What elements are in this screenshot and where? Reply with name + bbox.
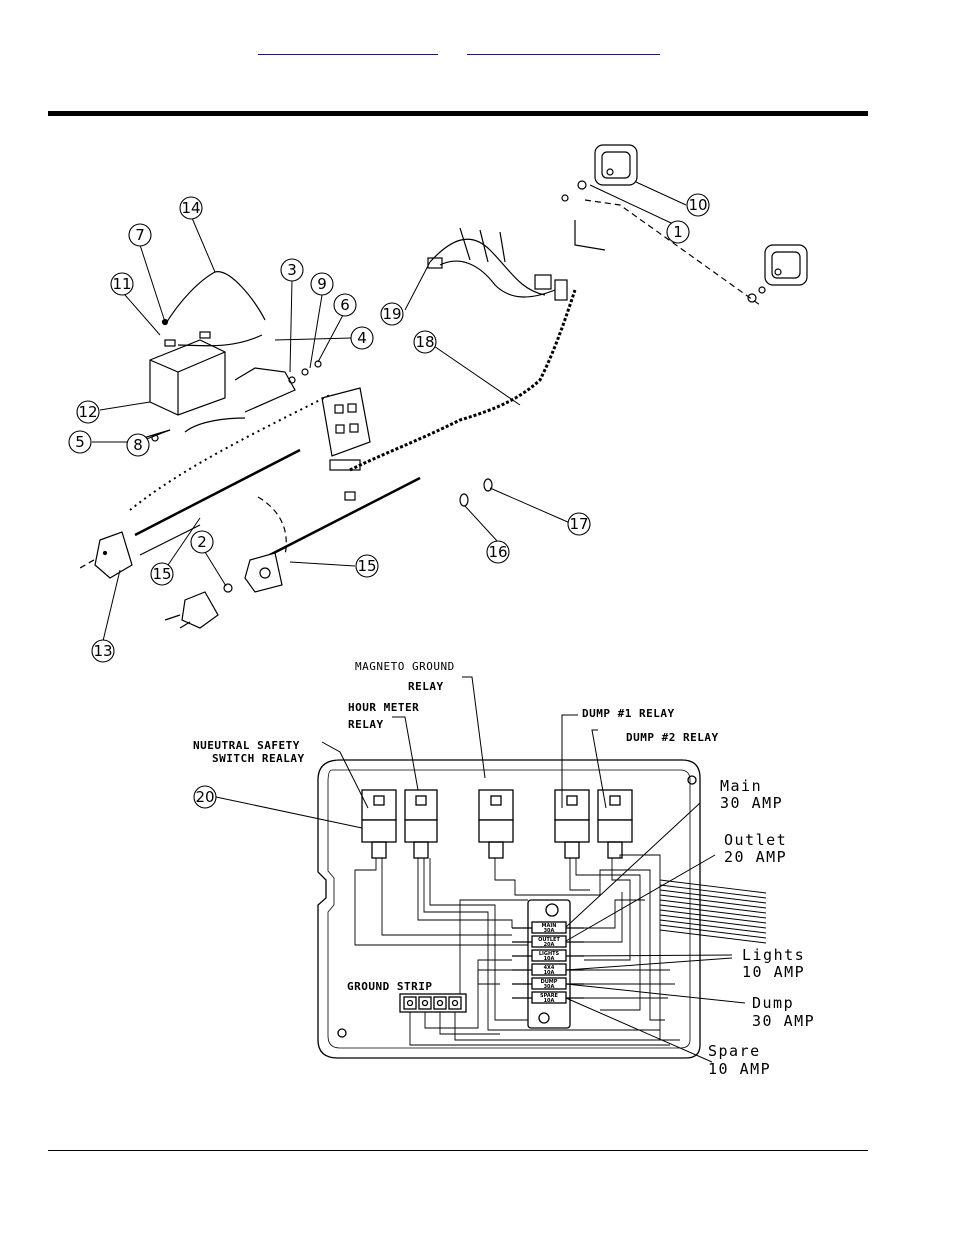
svg-text:NUEUTRAL SAFETY: NUEUTRAL SAFETY — [193, 739, 300, 752]
svg-text:Lights: Lights — [742, 946, 805, 964]
callout-2: 2 — [191, 531, 213, 553]
callout-18: 18 — [414, 331, 436, 353]
svg-text:1: 1 — [673, 223, 683, 241]
svg-text:5: 5 — [75, 433, 85, 451]
svg-text:Dump: Dump — [752, 994, 794, 1012]
callout-19: 19 — [381, 303, 403, 325]
svg-text:RELAY: RELAY — [348, 718, 384, 731]
svg-text:Main: Main — [720, 777, 762, 795]
svg-text:30 AMP: 30 AMP — [752, 1012, 815, 1030]
svg-text:17: 17 — [569, 515, 588, 533]
svg-text:DUMP #2 RELAY: DUMP #2 RELAY — [626, 731, 719, 744]
callout-1: 1 — [667, 221, 689, 243]
svg-text:11: 11 — [112, 275, 131, 293]
callout-3: 3 — [281, 259, 303, 281]
svg-text:4: 4 — [357, 329, 367, 347]
svg-text:20A: 20A — [544, 942, 555, 948]
svg-text:2: 2 — [197, 533, 207, 551]
callout-16: 16 — [487, 541, 509, 563]
callout-8: 8 — [127, 434, 149, 456]
svg-text:10A: 10A — [544, 970, 555, 976]
callout-6: 6 — [334, 294, 356, 316]
svg-text:15: 15 — [152, 565, 171, 583]
wire-bundle-exit — [660, 880, 766, 943]
battery-cable-14 — [165, 272, 265, 325]
svg-text:16: 16 — [488, 543, 507, 561]
callout-4: 4 — [351, 327, 373, 349]
svg-text:8: 8 — [133, 436, 143, 454]
callout-13: 13 — [92, 640, 114, 662]
callout-9: 9 — [311, 273, 333, 295]
panel-text: MAGNETO GROUND RELAY HOUR METER RELAY NU… — [193, 660, 815, 1078]
relay-dump-1 — [555, 790, 589, 858]
grommet-17 — [484, 479, 492, 491]
callout-7: 7 — [129, 224, 151, 246]
svg-text:RELAY: RELAY — [408, 680, 444, 693]
svg-text:30A: 30A — [544, 984, 555, 990]
svg-text:12: 12 — [78, 403, 97, 421]
fuse-block — [512, 900, 584, 1028]
svg-text:10 AMP: 10 AMP — [742, 963, 805, 981]
relay-neutral — [362, 790, 396, 858]
svg-text:SWITCH REALAY: SWITCH REALAY — [212, 752, 305, 765]
callout-20: 20 — [194, 786, 216, 808]
svg-text:10A: 10A — [544, 956, 555, 962]
relay-hour-meter — [405, 790, 437, 858]
svg-text:6: 6 — [340, 296, 350, 314]
svg-text:9: 9 — [317, 275, 327, 293]
svg-text:3: 3 — [287, 261, 297, 279]
svg-text:DUMP #1 RELAY: DUMP #1 RELAY — [582, 707, 675, 720]
svg-text:Spare: Spare — [708, 1042, 761, 1060]
svg-text:HOUR METER: HOUR METER — [348, 701, 419, 714]
harness-19 — [428, 228, 567, 300]
svg-text:19: 19 — [382, 305, 401, 323]
light-housing-center — [245, 553, 282, 592]
switch-plate-10 — [562, 145, 637, 201]
svg-text:MAGNETO GROUND: MAGNETO GROUND — [355, 660, 455, 673]
svg-text:Outlet: Outlet — [724, 831, 787, 849]
light-housing-13 — [95, 532, 132, 578]
svg-text:15: 15 — [357, 557, 376, 575]
svg-text:10: 10 — [688, 196, 707, 214]
callout-15a: 15 — [151, 563, 173, 585]
svg-text:20: 20 — [195, 788, 214, 806]
relay-module — [322, 388, 370, 500]
svg-text:10 AMP: 10 AMP — [708, 1060, 771, 1078]
svg-text:GROUND STRIP: GROUND STRIP — [347, 980, 432, 993]
callout-5: 5 — [69, 431, 91, 453]
relay-dump-2 — [598, 790, 632, 858]
grommet-16 — [460, 494, 468, 506]
callout-15b: 15 — [356, 555, 378, 577]
callout-12: 12 — [77, 401, 99, 423]
svg-text:10A: 10A — [544, 998, 555, 1004]
svg-text:20 AMP: 20 AMP — [724, 848, 787, 866]
callout-14: 14 — [180, 197, 202, 219]
svg-text:7: 7 — [135, 226, 145, 244]
light-housing-left — [165, 592, 218, 628]
svg-text:18: 18 — [415, 333, 434, 351]
svg-text:30A: 30A — [544, 928, 555, 934]
panel-wires — [355, 855, 680, 1045]
relay-magneto — [479, 790, 513, 858]
callout-10: 10 — [687, 194, 709, 216]
callout-11: 11 — [111, 273, 133, 295]
svg-text:30 AMP: 30 AMP — [720, 794, 783, 812]
svg-text:13: 13 — [93, 642, 112, 660]
switch-plate-right — [748, 245, 807, 302]
callout-17: 17 — [568, 513, 590, 535]
ground-strip — [400, 994, 466, 1012]
battery — [150, 332, 225, 415]
wiring-panel — [318, 760, 700, 1058]
svg-text:14: 14 — [181, 199, 200, 217]
